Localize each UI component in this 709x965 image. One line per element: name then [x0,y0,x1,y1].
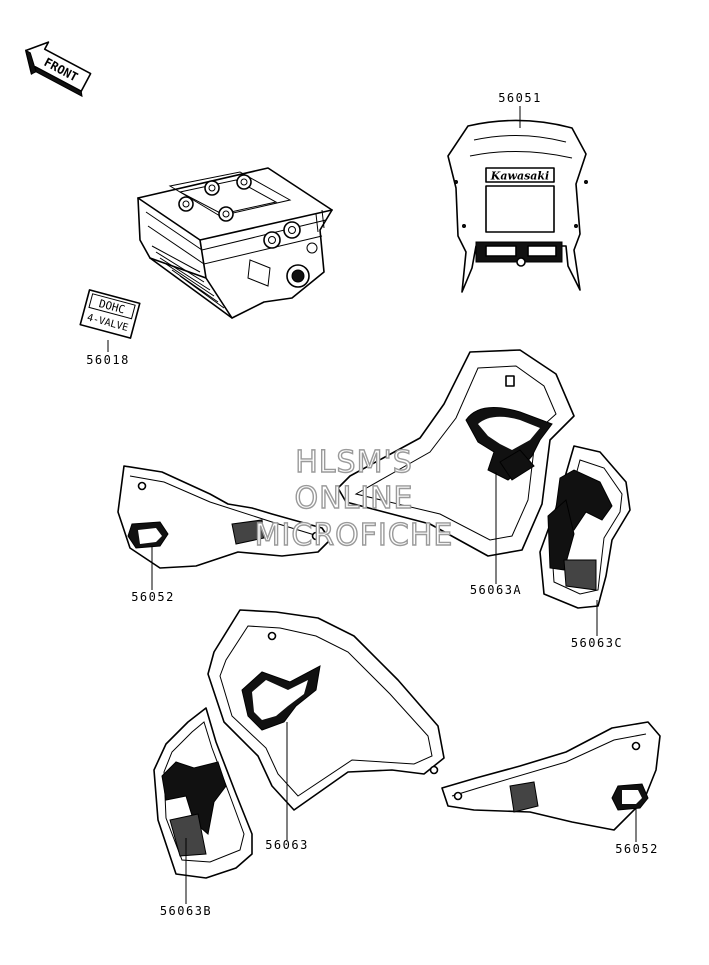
kawasaki-decal-text: Kawasaki [490,170,549,183]
tank-shroud-left-upper-illustration [207,609,445,811]
leader-lines [107,106,637,904]
tank-shroud-right-upper-illustration [337,349,575,557]
front-arrow-icon: FRONT [25,41,92,98]
watermark: HLSM'S ONLINE MICROFICHE [254,444,454,553]
tank-shroud-right-side-illustration [539,445,631,609]
dohc-decal: DOHC 4-VALVE [79,289,141,339]
part-number-56052-left: 56052 [131,590,175,604]
part-number-56051: 56051 [498,91,542,105]
side-cover-left-illustration [117,465,331,569]
part-number-56063a: 56063A [470,583,522,597]
tank-shroud-left-side-illustration [153,707,253,879]
side-cover-right-illustration [441,721,661,831]
part-number-56063b: 56063B [160,904,212,918]
cylinder-head-illustration [137,167,333,319]
watermark-line-1: HLSM'S [295,445,413,480]
headlight-cowl-illustration: Kawasaki [447,119,588,293]
part-number-56063: 56063 [265,838,309,852]
part-number-56063c: 56063C [571,636,623,650]
watermark-line-2: ONLINE [294,481,413,516]
part-number-56018: 56018 [86,353,130,367]
watermark-line-3: MICROFICHE [255,518,454,553]
part-number-56052-right: 56052 [615,842,659,856]
